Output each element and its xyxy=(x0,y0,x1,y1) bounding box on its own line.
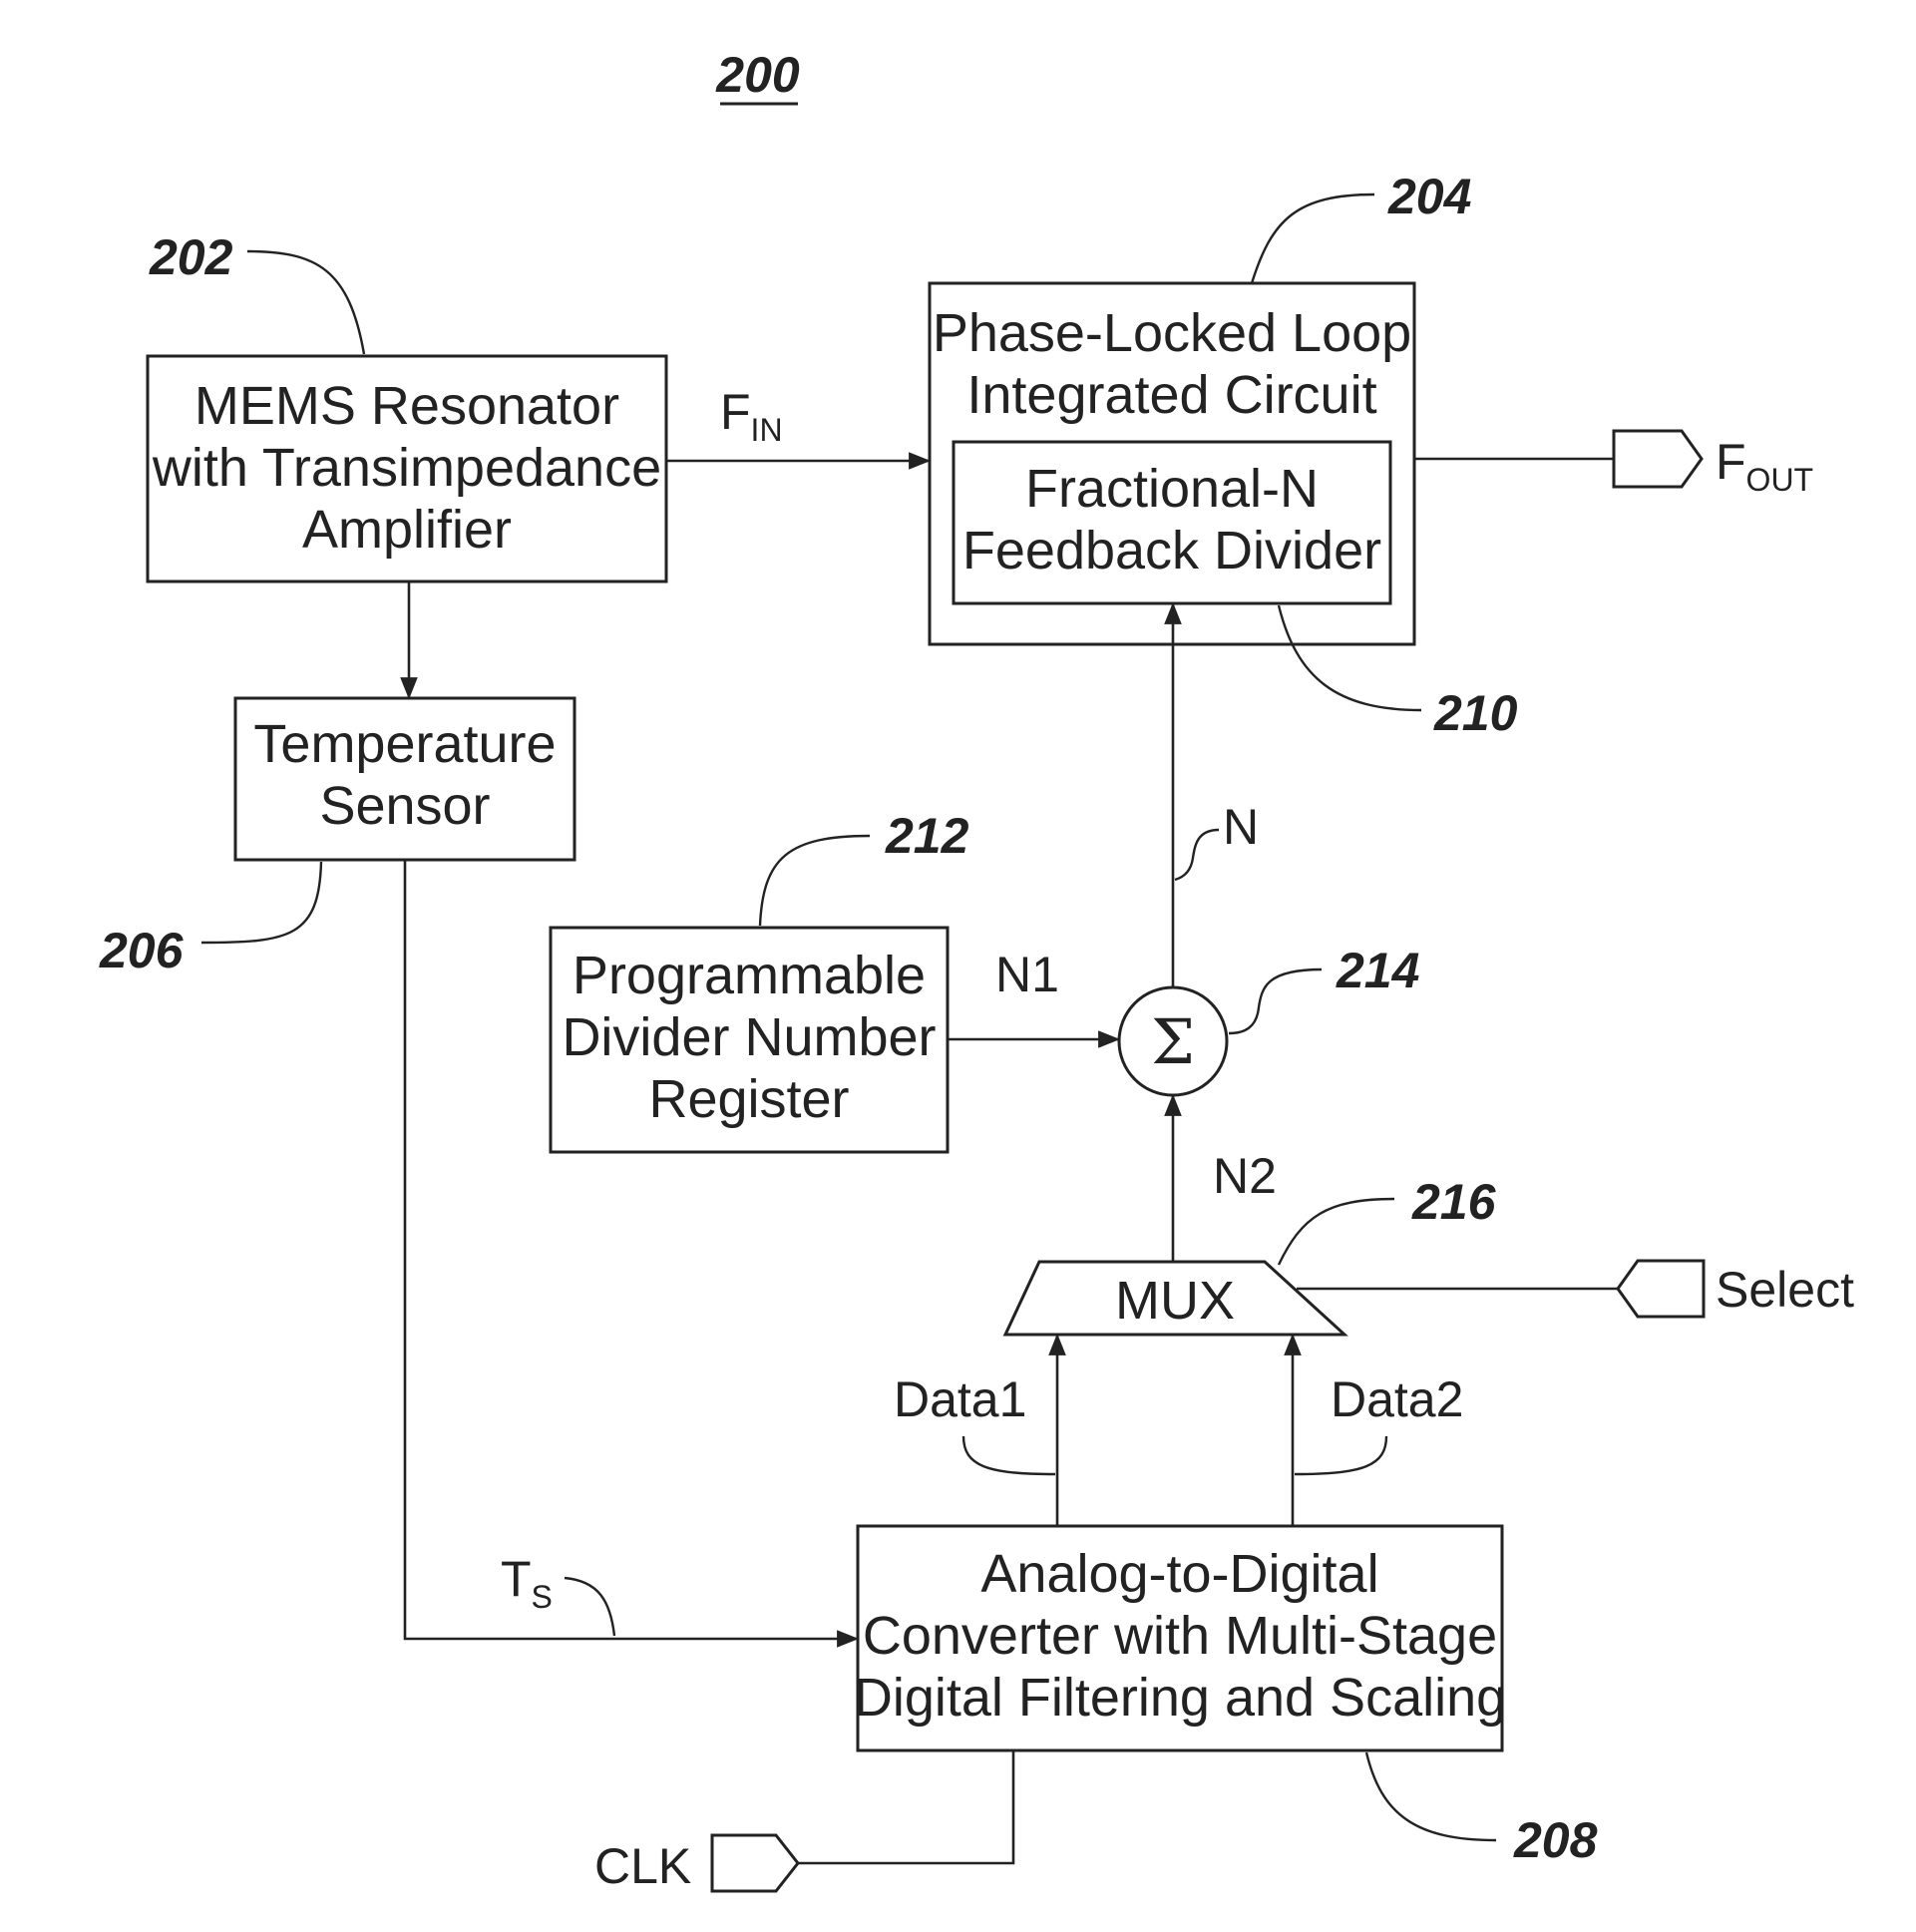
programmable-register-block: Programmable Divider Number Register xyxy=(551,928,948,1152)
pll-line-2: Integrated Circuit xyxy=(966,365,1376,425)
adc-line-3: Digital Filtering and Scaling xyxy=(854,1668,1506,1728)
ref-202: 202 xyxy=(149,229,233,285)
signal-n: N xyxy=(1223,799,1259,855)
summing-junction: Σ xyxy=(1119,987,1227,1095)
temperature-sensor-block: Temperature Sensor xyxy=(235,698,575,860)
mems-line-2: with Transimpedance xyxy=(152,438,661,498)
signal-data2: Data2 xyxy=(1331,1371,1463,1427)
leader-ts xyxy=(565,1578,614,1636)
leader-data1 xyxy=(963,1436,1055,1474)
temp-line-1: Temperature xyxy=(253,714,556,774)
fout-output-port xyxy=(1614,431,1702,487)
mems-line-3: Amplifier xyxy=(302,500,512,560)
mems-line-1: MEMS Resonator xyxy=(194,376,619,436)
signal-fin: FIN xyxy=(720,384,783,448)
ref-214: 214 xyxy=(1336,943,1419,998)
mux-label: MUX xyxy=(1115,1271,1235,1331)
leader-208 xyxy=(1366,1752,1496,1840)
fractional-n-divider-block: Fractional-N Feedback Divider xyxy=(954,442,1390,603)
mems-resonator-block: MEMS Resonator with Transimpedance Ampli… xyxy=(148,356,666,581)
ref-216: 216 xyxy=(1411,1174,1497,1230)
temp-line-2: Sensor xyxy=(319,776,490,836)
signal-data1: Data1 xyxy=(894,1371,1026,1427)
select-input-port xyxy=(1618,1261,1704,1317)
ref-204: 204 xyxy=(1387,169,1471,224)
clk-input-port xyxy=(712,1835,798,1891)
register-line-3: Register xyxy=(648,1069,849,1129)
signal-clk: CLK xyxy=(594,1838,691,1894)
leader-216 xyxy=(1279,1199,1394,1265)
register-line-1: Programmable xyxy=(573,946,926,1005)
leader-202 xyxy=(247,251,364,354)
figure-number: 200 xyxy=(715,47,800,103)
leader-214 xyxy=(1229,969,1322,1033)
ref-208: 208 xyxy=(1513,1812,1598,1868)
leader-206 xyxy=(201,862,321,943)
wire-clk xyxy=(796,1750,1013,1863)
divider-line-1: Fractional-N xyxy=(1025,459,1319,519)
adc-block: Analog-to-Digital Converter with Multi-S… xyxy=(854,1526,1506,1750)
leader-n xyxy=(1175,830,1219,880)
signal-n1: N1 xyxy=(995,947,1059,1002)
adc-line-1: Analog-to-Digital xyxy=(980,1544,1378,1604)
ref-206: 206 xyxy=(99,923,185,978)
leader-data2 xyxy=(1295,1436,1386,1474)
signal-ts: TS xyxy=(501,1551,553,1615)
ref-212: 212 xyxy=(885,808,969,864)
sigma-symbol: Σ xyxy=(1151,1005,1195,1078)
leader-204 xyxy=(1252,194,1374,283)
signal-n2: N2 xyxy=(1213,1148,1277,1204)
register-line-2: Divider Number xyxy=(562,1007,936,1067)
signal-fout: FOUT xyxy=(1716,434,1813,498)
adc-line-2: Converter with Multi-Stage xyxy=(863,1606,1497,1666)
mux-block: MUX xyxy=(1005,1262,1344,1335)
pll-line-1: Phase-Locked Loop xyxy=(933,303,1411,363)
signal-select: Select xyxy=(1716,1262,1854,1318)
divider-line-2: Feedback Divider xyxy=(962,521,1381,580)
leader-212 xyxy=(760,836,870,926)
ref-210: 210 xyxy=(1433,685,1518,741)
